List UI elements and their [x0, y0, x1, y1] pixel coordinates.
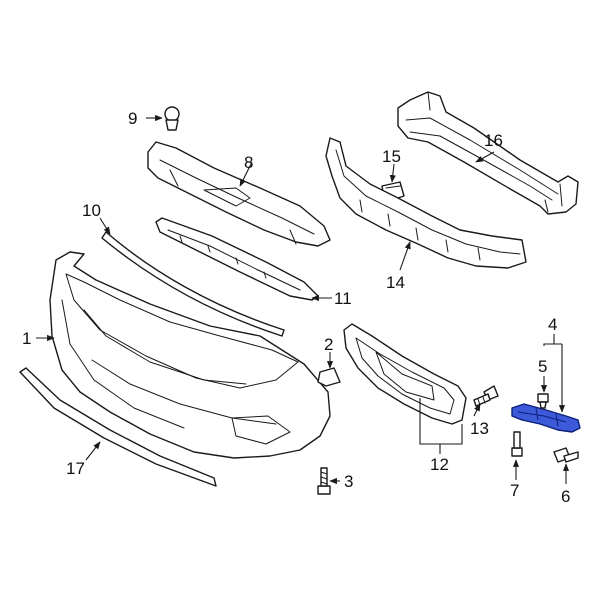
callout-9: 9 [128, 109, 137, 128]
callout-1: 1 [22, 329, 31, 348]
callout-14: 14 [386, 273, 405, 292]
callout-labels: 9 8 10 11 1 2 3 17 16 15 14 12 13 4 5 6 … [22, 109, 570, 506]
screw-7-part[interactable] [511, 431, 523, 457]
callout-17: 17 [66, 459, 85, 478]
callout-12: 12 [430, 455, 449, 474]
fog-lamp-bezel-part[interactable] [343, 323, 467, 425]
callout-10: 10 [82, 201, 101, 220]
bolt-6-part[interactable] [553, 447, 579, 463]
bolt-13-part[interactable] [473, 385, 499, 407]
molding-strip-part[interactable] [101, 231, 285, 337]
reinforcement-beam-part[interactable] [397, 91, 579, 215]
clip-fastener-part[interactable] [164, 106, 180, 131]
callout-13: 13 [470, 419, 489, 438]
callout-8: 8 [244, 153, 253, 172]
retainer-part[interactable] [317, 367, 341, 387]
callout-4: 4 [548, 315, 557, 334]
callout-6: 6 [561, 487, 570, 506]
leader-lines [36, 114, 570, 485]
callout-7: 7 [510, 481, 519, 500]
callout-15: 15 [382, 147, 401, 166]
bolt-3-part[interactable] [317, 467, 331, 495]
highlighted-bracket-part[interactable] [511, 403, 581, 433]
screw-5-part[interactable] [537, 393, 549, 409]
bumper-cover-part[interactable] [49, 251, 331, 459]
callout-16: 16 [484, 131, 503, 150]
upper-support-part[interactable] [147, 141, 331, 247]
energy-absorber-part[interactable] [325, 137, 527, 269]
callout-2: 2 [324, 335, 333, 354]
callout-5: 5 [538, 357, 547, 376]
lower-molding-part[interactable] [19, 367, 217, 487]
callout-11: 11 [334, 289, 352, 308]
callout-3: 3 [344, 472, 353, 491]
